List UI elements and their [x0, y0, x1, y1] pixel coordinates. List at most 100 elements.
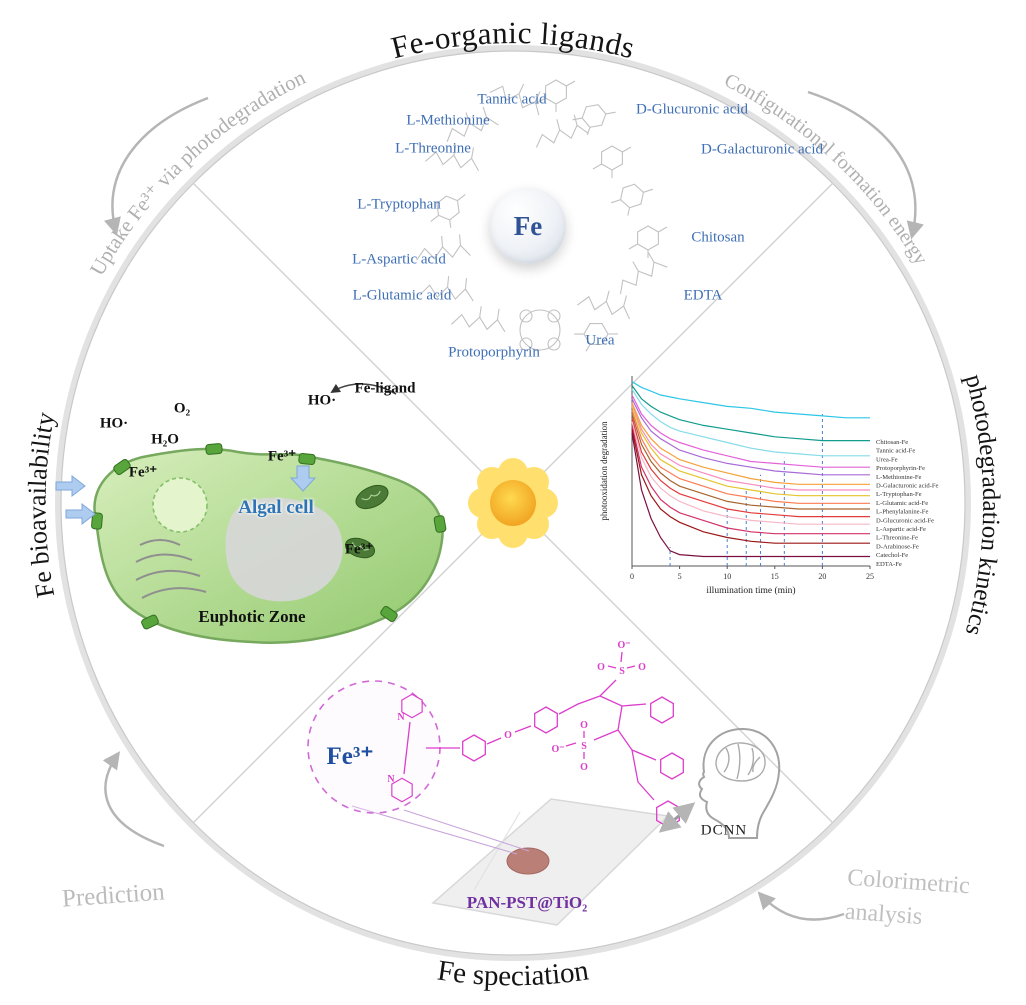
ligand-label-urea: Urea	[585, 332, 615, 349]
legend-label: Catechol-Fe	[876, 552, 908, 559]
label-fe-ligand: Fe-ligand	[354, 380, 416, 397]
endoplasmic-reticulum	[135, 539, 207, 599]
ligand-label-l-aspartic-acid: L-Aspartic acid	[352, 251, 446, 268]
x-tick-label: 10	[723, 572, 731, 581]
sun-icon	[468, 458, 558, 548]
x-axis-title: illumination time (min)	[706, 585, 795, 596]
label-euphotic-zone: Euphotic Zone	[198, 607, 306, 626]
legend-label: D-Galacturonic acid-Fe	[876, 483, 939, 490]
atom-label-o-minus: O⁻	[617, 640, 630, 651]
series-line-tannic-acid-fe	[631, 385, 870, 442]
uptake-arrow-icon	[55, 474, 86, 498]
pst-ligand-structure	[391, 651, 684, 828]
atom-label-o-minus: O⁻	[551, 744, 564, 755]
arc-label-left: Fe bioavailability	[22, 410, 60, 600]
ligand-label-l-threonine: L-Threonine	[395, 140, 471, 157]
series-line-d-glucuronic-acid-fe	[631, 413, 870, 510]
uptake-arrow-icon	[65, 502, 96, 526]
fe-complex-dashed-circle	[307, 680, 441, 814]
label-colorimetric-analysis: Colorimetric analysis	[844, 862, 971, 938]
ligand-label-protoporphyrin: Protoporphyrin	[448, 344, 540, 361]
atom-label-n: N	[397, 712, 405, 723]
fe-center-label: Fe	[513, 210, 543, 241]
legend-label: L-Tryptophan-Fe	[876, 491, 922, 498]
x-tick-label: 5	[678, 572, 682, 581]
label-fe3-inside: Fe³⁺	[344, 541, 374, 558]
legend-label: Urea-Fe	[876, 456, 898, 463]
label-fe3-speciation: Fe³⁺	[326, 743, 374, 770]
series-line-l-threonine-fe	[631, 421, 870, 525]
x-tick-label: 15	[771, 572, 779, 581]
algal-cell-illustration	[55, 383, 447, 644]
ligand-label-l-methionine: L-Methionine	[406, 112, 490, 129]
y-axis-title: photooxidation degradation	[599, 421, 609, 521]
x-tick-label: 25	[866, 572, 874, 581]
cycle-arrow-top-left	[103, 96, 209, 236]
legend-label: D-Arabinose-Fe	[876, 543, 919, 550]
atom-label-s: S	[581, 741, 587, 752]
x-tick-label: 20	[818, 572, 826, 581]
kinetics-chart-svg: 0 5 10 15 20 25 illumination time (min) photoox…	[599, 376, 939, 596]
atom-label-o: O	[597, 662, 605, 673]
series-line-d-arabinose-fe	[631, 425, 870, 535]
series-line-l-aspartic-acid-fe	[631, 417, 870, 518]
uptake-arrows	[55, 465, 317, 526]
label-pan-pst-tio2: PAN-PST@TiO₂	[466, 893, 588, 912]
legend-label: Chitosan-Fe	[876, 439, 908, 446]
label-algal-cell: Algal cell	[238, 497, 314, 518]
atom-label-o: O	[580, 720, 588, 731]
atom-label-o: O	[504, 730, 512, 741]
head-profile-icon	[698, 727, 781, 839]
atom-label-o: O	[580, 762, 588, 773]
mitochondrion	[355, 484, 389, 510]
series-line-l-tryptophan-fe	[631, 404, 870, 491]
atom-label-o: O	[638, 662, 646, 673]
x-tick-label: 0	[630, 572, 634, 581]
legend-label: L-Glutamic acid-Fe	[876, 500, 928, 507]
series-line-urea-fe	[631, 388, 870, 457]
legend-label: Protoporphyrin-Fe	[876, 465, 925, 472]
series-line-l-phenylalanine-fe	[631, 410, 870, 504]
label-ho-radical-2: HO·	[307, 392, 337, 409]
series-line-catechol-fe	[631, 429, 870, 544]
nucleus	[225, 497, 343, 602]
series-line-l-glutamic-acid-fe	[631, 406, 870, 497]
brain-icon	[715, 742, 766, 782]
ligand-label-l-tryptophan: L-Tryptophan	[357, 196, 441, 213]
label-fe3-left: Fe³⁺	[128, 464, 158, 481]
ligand-label-edta: EDTA	[683, 287, 723, 304]
vacuole	[152, 477, 208, 533]
cycle-arrow-bottom-left	[102, 751, 165, 848]
legend-label: L-Threonine-Fe	[876, 535, 918, 542]
ligand-label-l-glutamic-acid: L-Glutamic acid	[352, 287, 452, 304]
photolysis-arrow	[330, 383, 397, 395]
cycle-arrow-bottom-right	[757, 891, 845, 921]
fe-center-badge: Fe	[490, 188, 566, 264]
legend-label: EDTA-Fe	[876, 561, 902, 568]
series-line-edta-fe	[631, 432, 870, 558]
kinetics-chart: 0 5 10 15 20 25 illumination time (min) photoox…	[598, 368, 990, 618]
atom-label-n: N	[387, 774, 395, 785]
legend-label: Tannic acid-Fe	[876, 448, 915, 455]
uptake-arrow-icon	[289, 465, 317, 492]
colorimetric-spot	[506, 847, 550, 875]
legend-label: D-Glucuronic acid-Fe	[876, 517, 934, 524]
label-water: H₂O	[151, 431, 179, 448]
ligand-label-chitosan: Chitosan	[691, 229, 745, 246]
mitochondrion	[344, 537, 376, 559]
cycle-arrows	[102, 90, 924, 921]
ligand-label-d-galacturonic-acid: D-Galacturonic acid	[700, 141, 824, 158]
label-ho-radical-1: HO·	[99, 415, 129, 432]
arc-label-bottom: Fe speciation	[435, 954, 591, 992]
legend-label: L-Phenylalanine-Fe	[876, 509, 928, 516]
label-oxygen: O₂	[173, 400, 191, 417]
series-line-chitosan-fe	[631, 381, 870, 419]
series-line-protoporphyrin-fe	[631, 394, 870, 468]
exchange-arrow-icon	[658, 802, 696, 833]
ligand-label-d-glucuronic-acid: D-Glucuronic acid	[635, 101, 749, 118]
series-line-l-methionine-fe	[631, 398, 870, 476]
atom-label-s: S	[619, 666, 625, 677]
svg-text:Fe bioavailability: Fe bioavailability	[22, 410, 60, 600]
